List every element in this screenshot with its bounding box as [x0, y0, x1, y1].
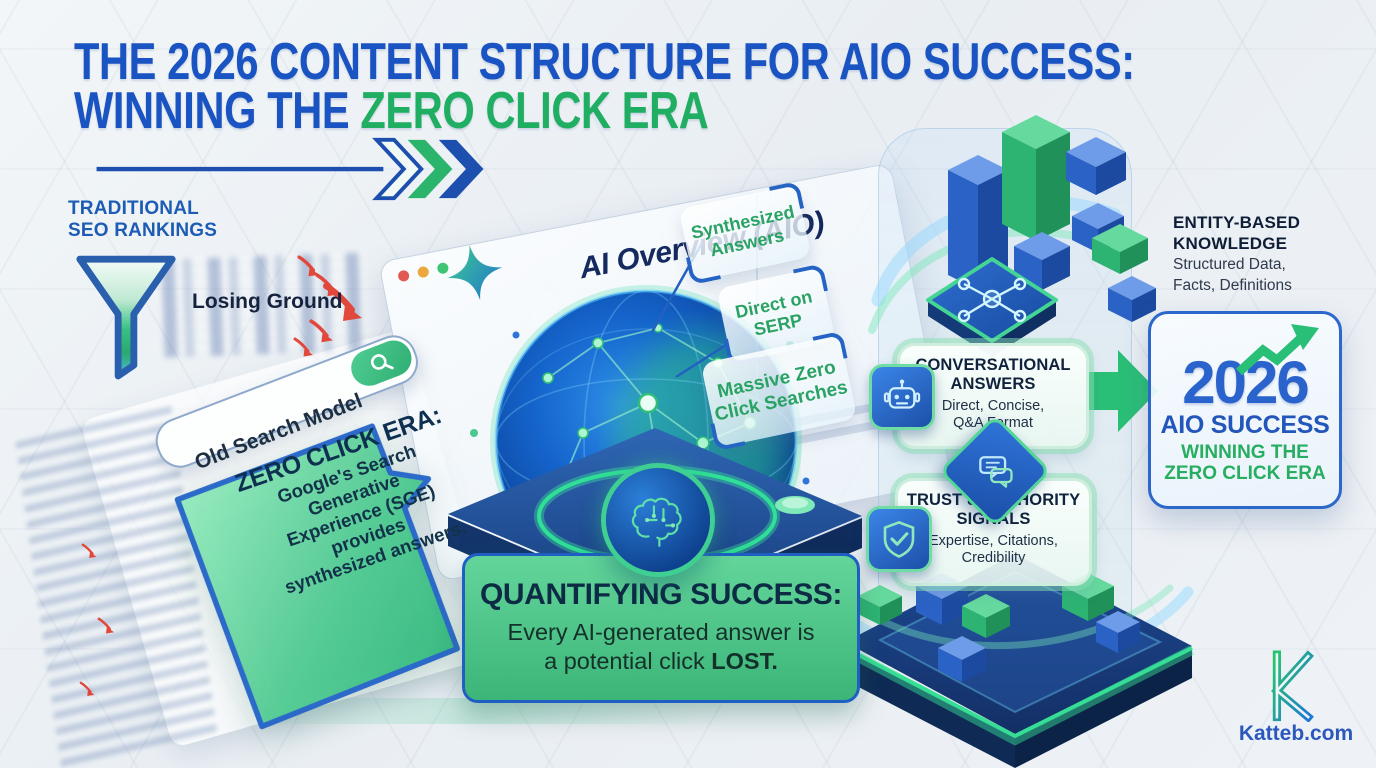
success-line2: WINNING THE [1181, 442, 1309, 463]
traditional-seo-label: TRADITIONAL SEO RANKINGS [68, 198, 218, 241]
success-line1: AIO SUCCESS [1160, 411, 1330, 439]
window-traffic-lights [397, 261, 450, 283]
trend-up-icon [1235, 324, 1319, 376]
losing-ground-label: Losing Ground [192, 290, 343, 313]
yellow-dot-icon [416, 265, 430, 279]
title-line1: THE 2026 CONTENT STRUCTURE FOR AIO SUCCE… [74, 33, 1135, 91]
title-line2-blue: WINNING THE [74, 82, 361, 140]
funnel-icon [76, 255, 176, 380]
zero-click-speech-bubble [174, 423, 460, 730]
red-dot-icon [397, 269, 411, 283]
page-title: THE 2026 CONTENT STRUCTURE FOR AIO SUCCE… [74, 36, 1135, 137]
flow-arrow-icon [96, 137, 484, 201]
old-search-bar [149, 328, 425, 475]
aio-success-card: 2026 AIO SUCCESS WINNING THE ZERO CLICK … [1148, 311, 1342, 509]
quantifying-success-box: QUANTIFYING SUCCESS: Every AI-generated … [462, 553, 860, 703]
quantify-heading: QUANTIFYING SUCCESS: [479, 578, 843, 611]
title-line2-green: ZERO CLICK ERA [360, 82, 709, 140]
ai-overview-browser-window: AI Overview (AIO) [378, 162, 953, 583]
chat-bubbles-icon [938, 414, 1052, 528]
robot-icon [869, 364, 935, 430]
entity-knowledge-label: ENTITY-BASED KNOWLEDGE Structured Data, … [1173, 213, 1301, 294]
katteb-logo-icon [1271, 650, 1314, 722]
success-line3: ZERO CLICK ERA [1164, 463, 1326, 484]
ai-sparkle-icon [447, 245, 503, 301]
search-icon [345, 335, 417, 392]
shield-check-icon [866, 506, 932, 572]
ai-brain-icon [606, 468, 710, 572]
brand-name: Katteb.com [1238, 722, 1354, 745]
